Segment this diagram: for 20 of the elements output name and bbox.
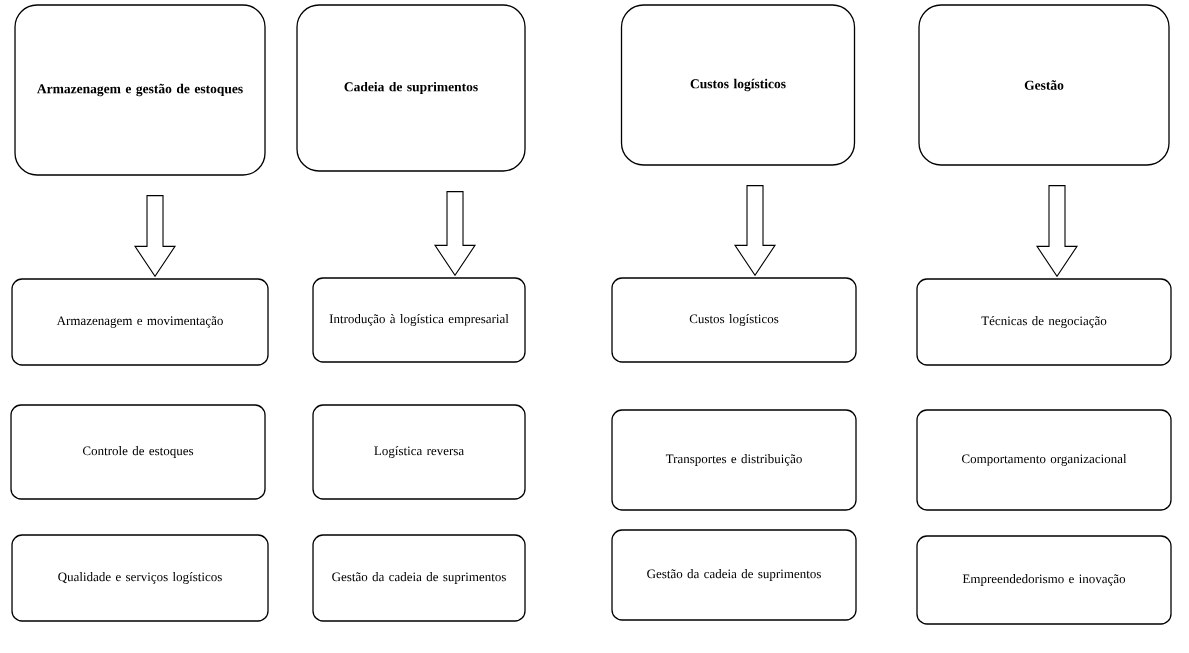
block-arrow	[733, 185, 777, 277]
topic-box: Armazenagem e gestão de estoques	[14, 4, 266, 176]
subject-box: Comportamento organizacional	[916, 409, 1172, 511]
subject-box: Transportes e distribuição	[611, 409, 857, 511]
subject-box: Logística reversa	[312, 404, 526, 500]
topic-box: Cadeia de suprimentos	[296, 4, 526, 172]
topic-box: Custos logísticos	[620, 4, 856, 166]
subject-box: Armazenagem e movimentação	[11, 278, 269, 366]
block-arrow	[1035, 185, 1079, 278]
topic-box: Gestão	[918, 4, 1170, 166]
subject-box: Gestão da cadeia de suprimentos	[611, 529, 857, 621]
subject-box: Empreendedorismo e inovação	[916, 535, 1172, 625]
block-arrow	[134, 195, 177, 278]
subject-box: Técnicas de negociação	[916, 278, 1172, 366]
subject-box: Gestão da cadeia de suprimentos	[312, 534, 526, 622]
subject-box: Custos logísticos	[611, 277, 857, 363]
subject-box: Introdução à logística empresarial	[312, 277, 526, 363]
subject-box: Qualidade e serviços logísticos	[11, 534, 269, 622]
block-arrow	[434, 191, 477, 277]
subject-box: Controle de estoques	[10, 404, 266, 500]
